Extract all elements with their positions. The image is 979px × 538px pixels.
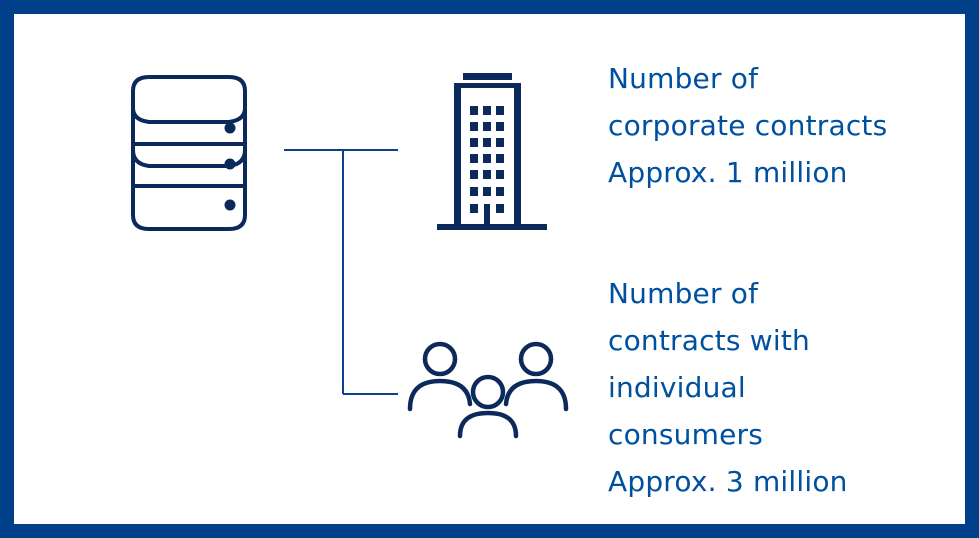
individual-line-4: consumers	[608, 418, 764, 451]
individual-contracts-label: Number of contracts with individual cons…	[608, 270, 848, 505]
database-icon	[131, 75, 247, 231]
corporate-contracts-label: Number of corporate contracts Approx. 1 …	[608, 55, 887, 196]
connector-lines	[284, 149, 398, 395]
individual-line-3: individual	[608, 371, 746, 404]
individual-line-2: contracts with	[608, 324, 810, 357]
office-building-icon	[437, 73, 547, 230]
people-group-icon	[407, 341, 569, 439]
individual-line-5: Approx. 3 million	[608, 465, 848, 498]
corporate-line-1: Number of	[608, 62, 759, 95]
corporate-line-3: Approx. 1 million	[608, 156, 848, 189]
individual-line-1: Number of	[608, 277, 759, 310]
corporate-line-2: corporate contracts	[608, 109, 888, 142]
